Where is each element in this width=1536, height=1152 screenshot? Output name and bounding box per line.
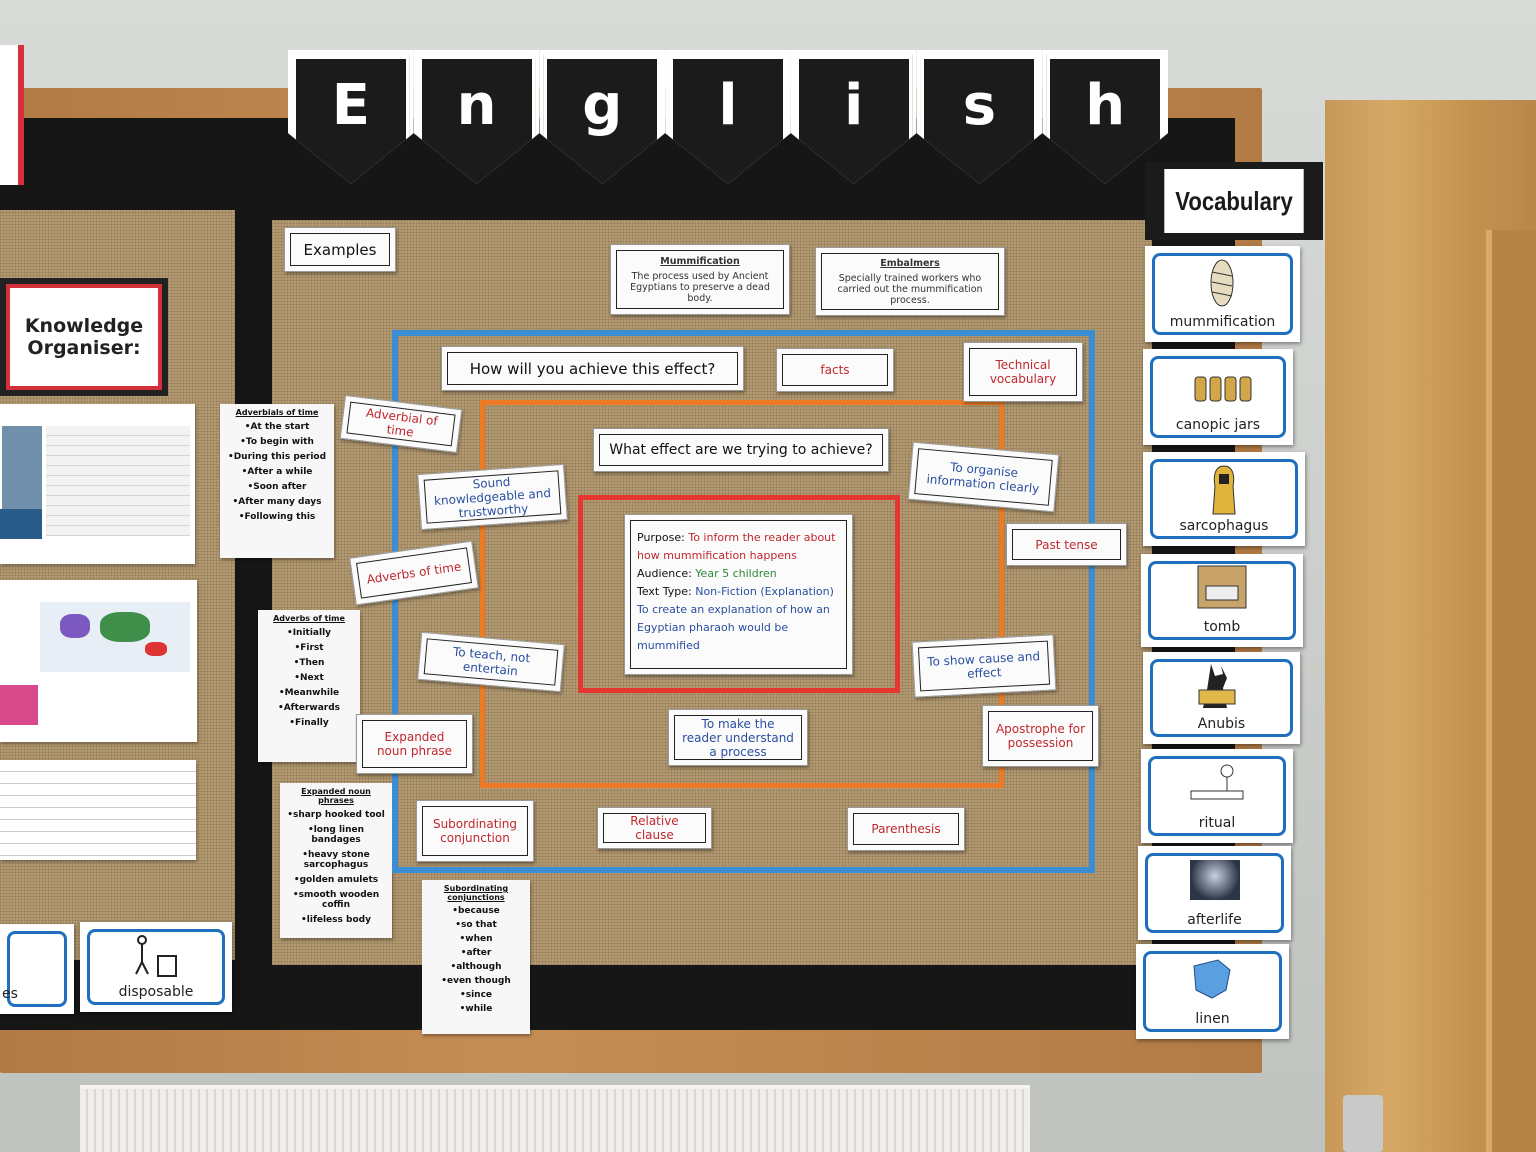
subordinating-conjunctions-list: Subordinating conjunctions •because •so … (422, 880, 530, 1034)
vocab-card-partial: es (0, 924, 74, 1014)
pennant-l: l (665, 50, 791, 184)
vocab-card-linen: linen (1136, 944, 1289, 1039)
coral-picture (0, 685, 38, 725)
canopic-jars-icon (1194, 376, 1252, 402)
pennant-e: E (288, 50, 414, 184)
vocab-card-afterlife: afterlife (1138, 846, 1291, 940)
vocab-card-disposable: disposable (80, 922, 232, 1012)
black-divider-strip (235, 210, 272, 970)
expanded-noun-phrases-list: Expanded noun phrases •sharp hooked tool… (280, 783, 392, 938)
card-facts: facts (776, 348, 894, 392)
vocab-card-ritual: ritual (1141, 749, 1293, 843)
linen-cloth-icon (1193, 959, 1231, 999)
vocab-card-mummification: mummification (1145, 246, 1300, 342)
vocab-card-canopic-jars: canopic jars (1143, 349, 1293, 445)
adverbials-of-time-list: Adverbials of time •At the start •To beg… (220, 404, 334, 558)
world-map-picture (40, 602, 190, 672)
tomb-icon (1197, 565, 1247, 609)
pennant-n: n (413, 50, 540, 184)
coral-reef-picture (0, 509, 42, 539)
knowledge-organiser-sheet-2 (0, 580, 197, 742)
card-subordinating-conjunction: Subordinating conjunction (416, 800, 534, 862)
adverbs-of-time-list: Adverbs of time •Initially •First •Then … (258, 610, 360, 762)
door-frame-panel (1486, 230, 1536, 1152)
card-sound-knowledgeable: Sound knowledgeable and trustworthy (417, 463, 568, 531)
knowledge-organiser-sheet-1 (0, 404, 195, 564)
examples-label: Examples (284, 227, 396, 272)
radiator (80, 1085, 1030, 1152)
card-apostrophe-for-possession: Apostrophe for possession (982, 705, 1099, 767)
anubis-icon (1198, 664, 1236, 708)
pennant-i: i (790, 50, 917, 184)
card-past-tense: Past tense (1006, 523, 1127, 566)
card-parenthesis: Parenthesis (847, 807, 965, 851)
card-cause-and-effect: To show cause and effect (911, 634, 1057, 698)
sarcophagus-icon (1212, 465, 1236, 515)
vocabulary-header: Vocabulary (1145, 162, 1323, 240)
purpose-card: Purpose: To inform the reader about how … (624, 514, 853, 675)
vocab-card-sarcophagus: sarcophagus (1143, 452, 1305, 546)
red-tape-border (578, 495, 900, 693)
knowledge-organiser-sign: Knowledge Organiser: (0, 278, 168, 396)
worksheet-paragraph (0, 760, 196, 860)
bin-icon (135, 935, 177, 977)
partial-pennant (0, 45, 24, 185)
pennant-s: s (916, 50, 1043, 184)
definition-mummification: Mummification The process used by Ancien… (610, 244, 790, 315)
card-understand-a-process: To make the reader understand a process (668, 709, 808, 766)
mummy-icon (1210, 259, 1234, 307)
card-expanded-noun-phrase: Expanded noun phrase (356, 714, 473, 774)
definition-embalmers: Embalmers Specially trained workers who … (815, 247, 1005, 316)
door-handle (1343, 1095, 1383, 1152)
card-relative-clause: Relative clause (597, 807, 712, 849)
orange-tape-border (480, 400, 1004, 788)
card-technical-vocabulary: Technical vocabulary (963, 342, 1083, 402)
ritual-icon (1190, 764, 1244, 800)
afterlife-picture (1190, 860, 1240, 900)
question-how-card: How will you achieve this effect? (441, 346, 744, 391)
question-what-card: What effect are we trying to achieve? (593, 428, 889, 472)
english-bunting: E n g l i s h (288, 50, 1169, 190)
pennant-g: g (539, 50, 666, 184)
vocab-card-tomb: tomb (1141, 554, 1303, 647)
vocab-card-anubis: Anubis (1143, 652, 1300, 744)
blue-tape-border (392, 330, 1095, 873)
